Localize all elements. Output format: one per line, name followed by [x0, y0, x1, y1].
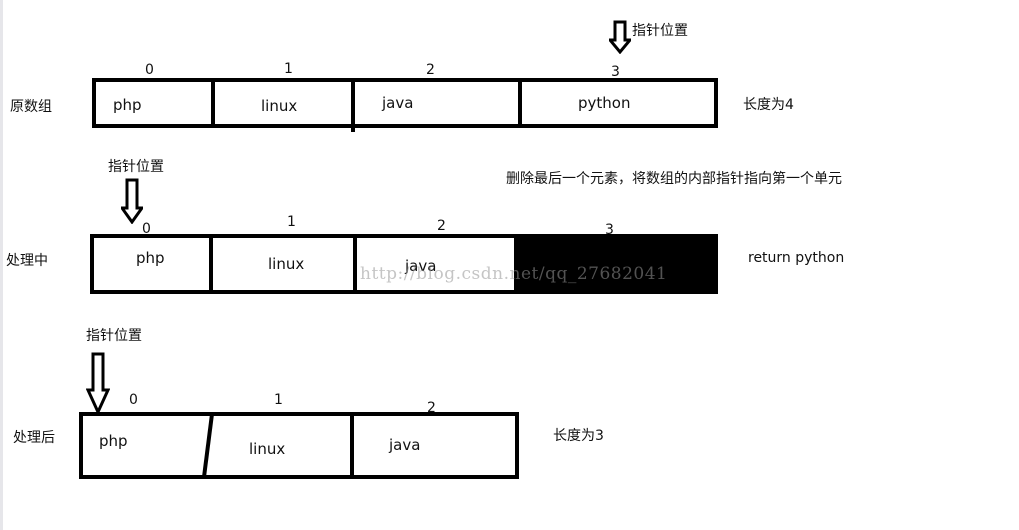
length-note-after: 长度为3	[553, 428, 604, 444]
left-edge-rule	[0, 0, 3, 530]
cell-divider	[353, 236, 357, 292]
index-label: 0	[129, 392, 138, 408]
pointer-arrow-icon	[609, 20, 631, 54]
cell-divider	[209, 236, 213, 292]
operation-caption: 删除最后一个元素，将数组的内部指针指向第一个单元	[506, 171, 842, 187]
cell-value: php	[99, 432, 128, 450]
length-note-original: 长度为4	[743, 97, 794, 113]
cell-value: java	[382, 94, 414, 112]
pointer-arrow-icon	[121, 178, 143, 224]
cell-value: java	[405, 257, 437, 275]
cell-divider	[211, 80, 215, 126]
index-label: 0	[142, 221, 151, 237]
index-label: 2	[437, 218, 446, 234]
index-label: 3	[611, 64, 620, 80]
cell-divider	[518, 80, 522, 126]
cell-divider	[350, 414, 354, 477]
row-title-original: 原数组	[10, 99, 52, 115]
pointer-label-original: 指针位置	[632, 23, 688, 39]
index-label: 2	[427, 400, 436, 416]
index-label: 0	[145, 62, 154, 78]
cell-value: php	[136, 249, 165, 267]
cell-value: php	[113, 96, 142, 114]
index-label: 2	[426, 62, 435, 78]
cell-value: linux	[249, 440, 286, 458]
pointer-label-after: 指针位置	[86, 328, 142, 344]
pointer-arrow-icon	[86, 352, 110, 414]
cell-value: python	[578, 94, 631, 112]
cell-divider	[351, 80, 355, 132]
pointer-label-processing: 指针位置	[108, 159, 164, 175]
watermark-text: http://blog.csdn.net/qq_27682041	[360, 264, 668, 284]
cell-value: java	[389, 436, 421, 454]
removed-cell-value: python	[572, 263, 625, 281]
removed-element-cell	[514, 234, 718, 294]
return-note: return python	[748, 250, 845, 266]
index-label: 3	[605, 222, 614, 238]
cell-value: linux	[261, 97, 298, 115]
cell-value: linux	[268, 255, 305, 273]
row-title-after: 处理后	[13, 430, 55, 446]
cell-divider	[202, 414, 214, 477]
index-label: 1	[287, 214, 296, 230]
array-box-original	[92, 78, 718, 128]
index-label: 1	[284, 61, 293, 77]
index-label: 1	[274, 392, 283, 408]
array-box-after	[79, 412, 519, 479]
row-title-processing: 处理中	[6, 253, 48, 269]
